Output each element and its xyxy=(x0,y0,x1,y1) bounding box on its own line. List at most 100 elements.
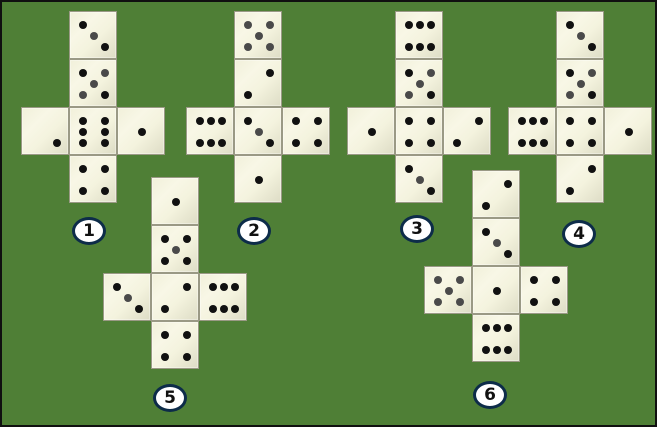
die-face xyxy=(103,273,151,321)
pip xyxy=(101,69,109,77)
pip xyxy=(588,139,596,147)
pip xyxy=(405,117,413,125)
die-face xyxy=(234,155,282,203)
die-face xyxy=(234,107,282,155)
pip xyxy=(482,202,490,210)
pip xyxy=(504,346,512,354)
pip xyxy=(493,287,501,295)
die-face xyxy=(472,170,520,218)
pip xyxy=(266,69,274,77)
pip xyxy=(79,69,87,77)
pip xyxy=(405,139,413,147)
pip xyxy=(416,176,424,184)
pip xyxy=(207,139,215,147)
die-face xyxy=(69,59,117,107)
pip xyxy=(456,276,464,284)
pip xyxy=(183,283,191,291)
pip xyxy=(161,305,169,313)
pip xyxy=(427,91,435,99)
pip xyxy=(530,276,538,284)
pip xyxy=(90,80,98,88)
pip xyxy=(79,139,87,147)
pip xyxy=(266,139,274,147)
die-face xyxy=(424,266,472,314)
pip xyxy=(427,69,435,77)
pip xyxy=(292,117,300,125)
pip xyxy=(368,128,376,136)
pip xyxy=(405,43,413,51)
pip xyxy=(552,298,560,306)
pip xyxy=(588,43,596,51)
pip xyxy=(183,353,191,361)
pip xyxy=(231,283,239,291)
pip xyxy=(79,165,87,173)
net-number-badge: 4 xyxy=(562,220,596,248)
net-number-badge: 6 xyxy=(473,381,507,409)
pip xyxy=(482,228,490,236)
die-face xyxy=(69,107,117,155)
pip xyxy=(445,287,453,295)
pip xyxy=(183,257,191,265)
pip xyxy=(416,80,424,88)
die-face xyxy=(282,107,330,155)
pip xyxy=(566,21,574,29)
pip xyxy=(101,139,109,147)
die-face xyxy=(556,155,604,203)
die-face xyxy=(117,107,165,155)
pip xyxy=(566,117,574,125)
pip xyxy=(218,139,226,147)
pip xyxy=(504,250,512,258)
pip xyxy=(266,21,274,29)
net-number-badge: 5 xyxy=(153,384,187,412)
die-face xyxy=(151,177,199,225)
pip xyxy=(101,43,109,51)
pip xyxy=(588,69,596,77)
die-face xyxy=(151,225,199,273)
pip xyxy=(588,91,596,99)
pip xyxy=(493,324,501,332)
pip xyxy=(101,187,109,195)
die-face xyxy=(199,273,247,321)
net-number-badge: 3 xyxy=(400,215,434,243)
pip xyxy=(183,331,191,339)
pip xyxy=(314,139,322,147)
pip xyxy=(566,139,574,147)
pip xyxy=(434,298,442,306)
die-face xyxy=(472,266,520,314)
pip xyxy=(427,21,435,29)
die-face xyxy=(21,107,69,155)
pip xyxy=(577,80,585,88)
pip xyxy=(405,21,413,29)
die-face xyxy=(520,266,568,314)
pip xyxy=(207,117,215,125)
net-number-badge: 1 xyxy=(72,217,106,245)
pip xyxy=(453,139,461,147)
die-face xyxy=(69,155,117,203)
pip xyxy=(588,165,596,173)
pip xyxy=(405,91,413,99)
pip xyxy=(196,139,204,147)
pip xyxy=(530,298,538,306)
pip xyxy=(244,117,252,125)
pip xyxy=(244,91,252,99)
pip xyxy=(196,117,204,125)
pip xyxy=(255,128,263,136)
pip xyxy=(101,128,109,136)
pip xyxy=(427,187,435,195)
pip xyxy=(405,165,413,173)
die-face xyxy=(151,273,199,321)
pip xyxy=(79,117,87,125)
pip xyxy=(172,246,180,254)
pip xyxy=(135,305,143,313)
pip xyxy=(427,139,435,147)
pip xyxy=(255,176,263,184)
die-face xyxy=(443,107,491,155)
pip xyxy=(504,324,512,332)
die-face xyxy=(604,107,652,155)
pip xyxy=(577,32,585,40)
pip xyxy=(172,198,180,206)
pip xyxy=(220,305,228,313)
die-face xyxy=(395,107,443,155)
pip xyxy=(101,91,109,99)
die-face xyxy=(395,155,443,203)
